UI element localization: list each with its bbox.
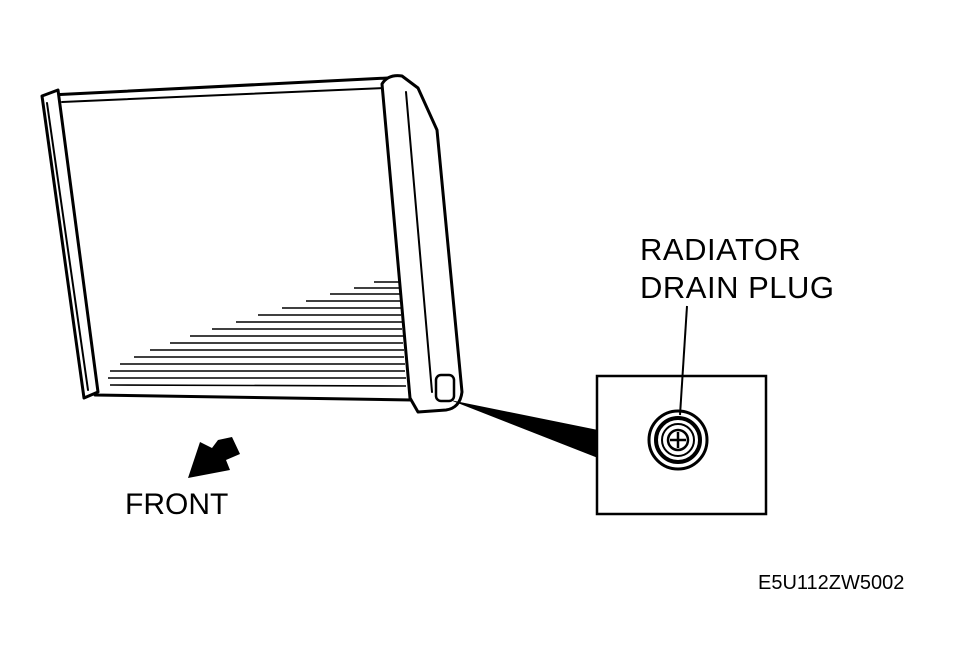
radiator-core — [48, 76, 414, 402]
leader-line — [679, 305, 688, 416]
front-label: FRONT — [125, 488, 229, 521]
callout-label-line2: DRAIN PLUG — [640, 270, 835, 305]
drain-plug-stub — [434, 373, 456, 403]
callout-label-line1: RADIATOR — [640, 232, 802, 267]
zoom-wedge — [450, 400, 598, 458]
figure-code: E5U112ZW5002 — [758, 572, 905, 594]
drain-plug-icon — [647, 409, 709, 471]
radiator-fins — [108, 281, 407, 387]
front-arrow-icon — [188, 437, 240, 478]
radiator-right-tank — [380, 74, 464, 414]
